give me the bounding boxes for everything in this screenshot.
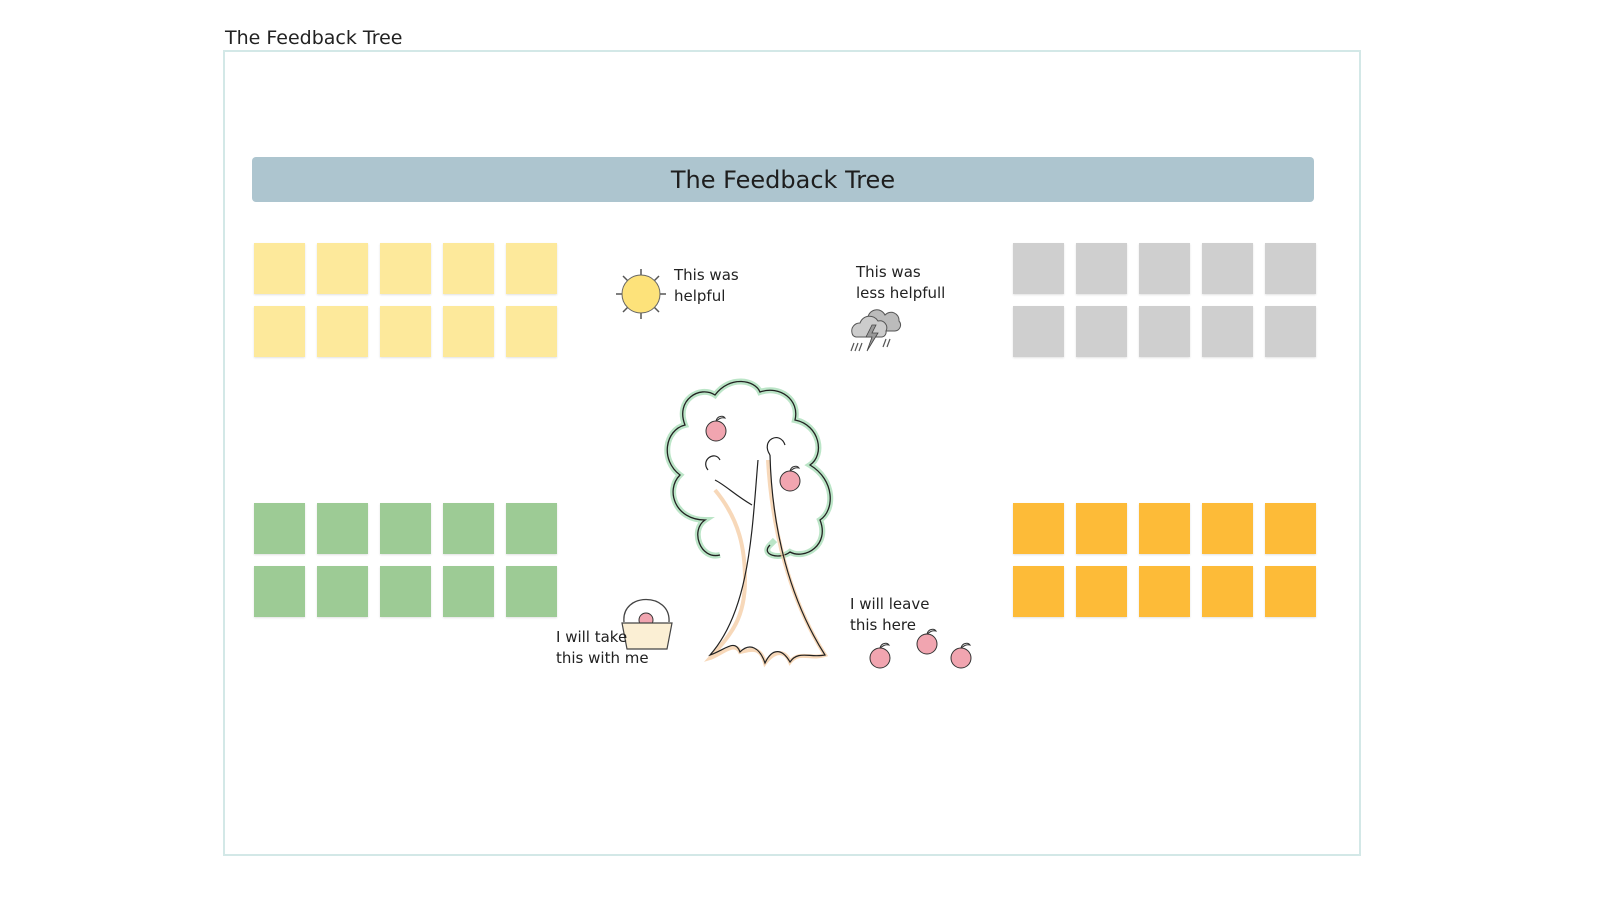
sticky-note-helpful[interactable]: [443, 243, 494, 294]
label-leave-here: I will leave this here: [850, 594, 929, 636]
sticky-note-take-with-me[interactable]: [317, 566, 368, 617]
sticky-note-helpful[interactable]: [506, 306, 557, 357]
banner-title: The Feedback Tree: [252, 157, 1314, 202]
sticky-note-leave-here[interactable]: [1265, 503, 1316, 554]
label-take-with-me: I will take this with me: [556, 627, 649, 669]
sticky-note-less-helpful[interactable]: [1076, 243, 1127, 294]
label-line: less helpfull: [856, 284, 946, 302]
label-line: I will leave: [850, 595, 930, 613]
basket-icon: [621, 599, 673, 650]
sticky-note-helpful[interactable]: [317, 243, 368, 294]
sticky-note-helpful[interactable]: [443, 306, 494, 357]
sticky-note-take-with-me[interactable]: [443, 503, 494, 554]
apple-icon: [916, 628, 938, 655]
sticky-note-less-helpful[interactable]: [1139, 243, 1190, 294]
frame-title: The Feedback Tree: [225, 27, 403, 49]
notes-take-with-me: [254, 503, 557, 617]
sticky-note-take-with-me[interactable]: [254, 503, 305, 554]
sun-icon: [616, 269, 666, 319]
sticky-note-leave-here[interactable]: [1202, 503, 1253, 554]
sticky-note-leave-here[interactable]: [1265, 566, 1316, 617]
apple-icon: [950, 642, 972, 669]
apple-icon: [869, 642, 891, 669]
apple-icon: [705, 415, 727, 442]
storm-cloud-icon: [850, 309, 902, 352]
sticky-note-take-with-me[interactable]: [380, 503, 431, 554]
label-line: helpful: [674, 287, 726, 305]
sticky-note-helpful[interactable]: [506, 243, 557, 294]
sticky-note-leave-here[interactable]: [1076, 566, 1127, 617]
sticky-note-leave-here[interactable]: [1013, 566, 1064, 617]
sticky-note-take-with-me[interactable]: [506, 503, 557, 554]
sticky-note-less-helpful[interactable]: [1076, 306, 1127, 357]
notes-leave-here: [1013, 503, 1316, 617]
whiteboard-frame[interactable]: [223, 50, 1361, 856]
sticky-note-less-helpful[interactable]: [1013, 306, 1064, 357]
notes-less-helpful: [1013, 243, 1316, 357]
notes-helpful: [254, 243, 557, 357]
label-line: this here: [850, 616, 916, 634]
sticky-note-helpful[interactable]: [317, 306, 368, 357]
sticky-note-helpful[interactable]: [380, 243, 431, 294]
label-line: I will take: [556, 628, 628, 646]
sticky-note-less-helpful[interactable]: [1265, 306, 1316, 357]
label-line: this with me: [556, 649, 649, 667]
sticky-note-less-helpful[interactable]: [1202, 306, 1253, 357]
sticky-note-take-with-me[interactable]: [254, 566, 305, 617]
sticky-note-less-helpful[interactable]: [1139, 306, 1190, 357]
label-line: This was: [674, 266, 739, 284]
sticky-note-take-with-me[interactable]: [317, 503, 368, 554]
sticky-note-leave-here[interactable]: [1139, 503, 1190, 554]
sticky-note-leave-here[interactable]: [1202, 566, 1253, 617]
sticky-note-leave-here[interactable]: [1076, 503, 1127, 554]
sticky-note-take-with-me[interactable]: [506, 566, 557, 617]
tree-illustration: [664, 378, 834, 668]
label-helpful: This was helpful: [674, 265, 739, 307]
sticky-note-leave-here[interactable]: [1139, 566, 1190, 617]
sticky-note-less-helpful[interactable]: [1013, 243, 1064, 294]
label-line: This was: [856, 263, 921, 281]
sticky-note-take-with-me[interactable]: [380, 566, 431, 617]
sticky-note-helpful[interactable]: [380, 306, 431, 357]
sticky-note-less-helpful[interactable]: [1265, 243, 1316, 294]
sticky-note-leave-here[interactable]: [1013, 503, 1064, 554]
sticky-note-helpful[interactable]: [254, 306, 305, 357]
sticky-note-helpful[interactable]: [254, 243, 305, 294]
sticky-note-less-helpful[interactable]: [1202, 243, 1253, 294]
apple-icon: [779, 465, 801, 492]
sticky-note-take-with-me[interactable]: [443, 566, 494, 617]
label-less-helpful: This was less helpfull: [856, 262, 945, 304]
